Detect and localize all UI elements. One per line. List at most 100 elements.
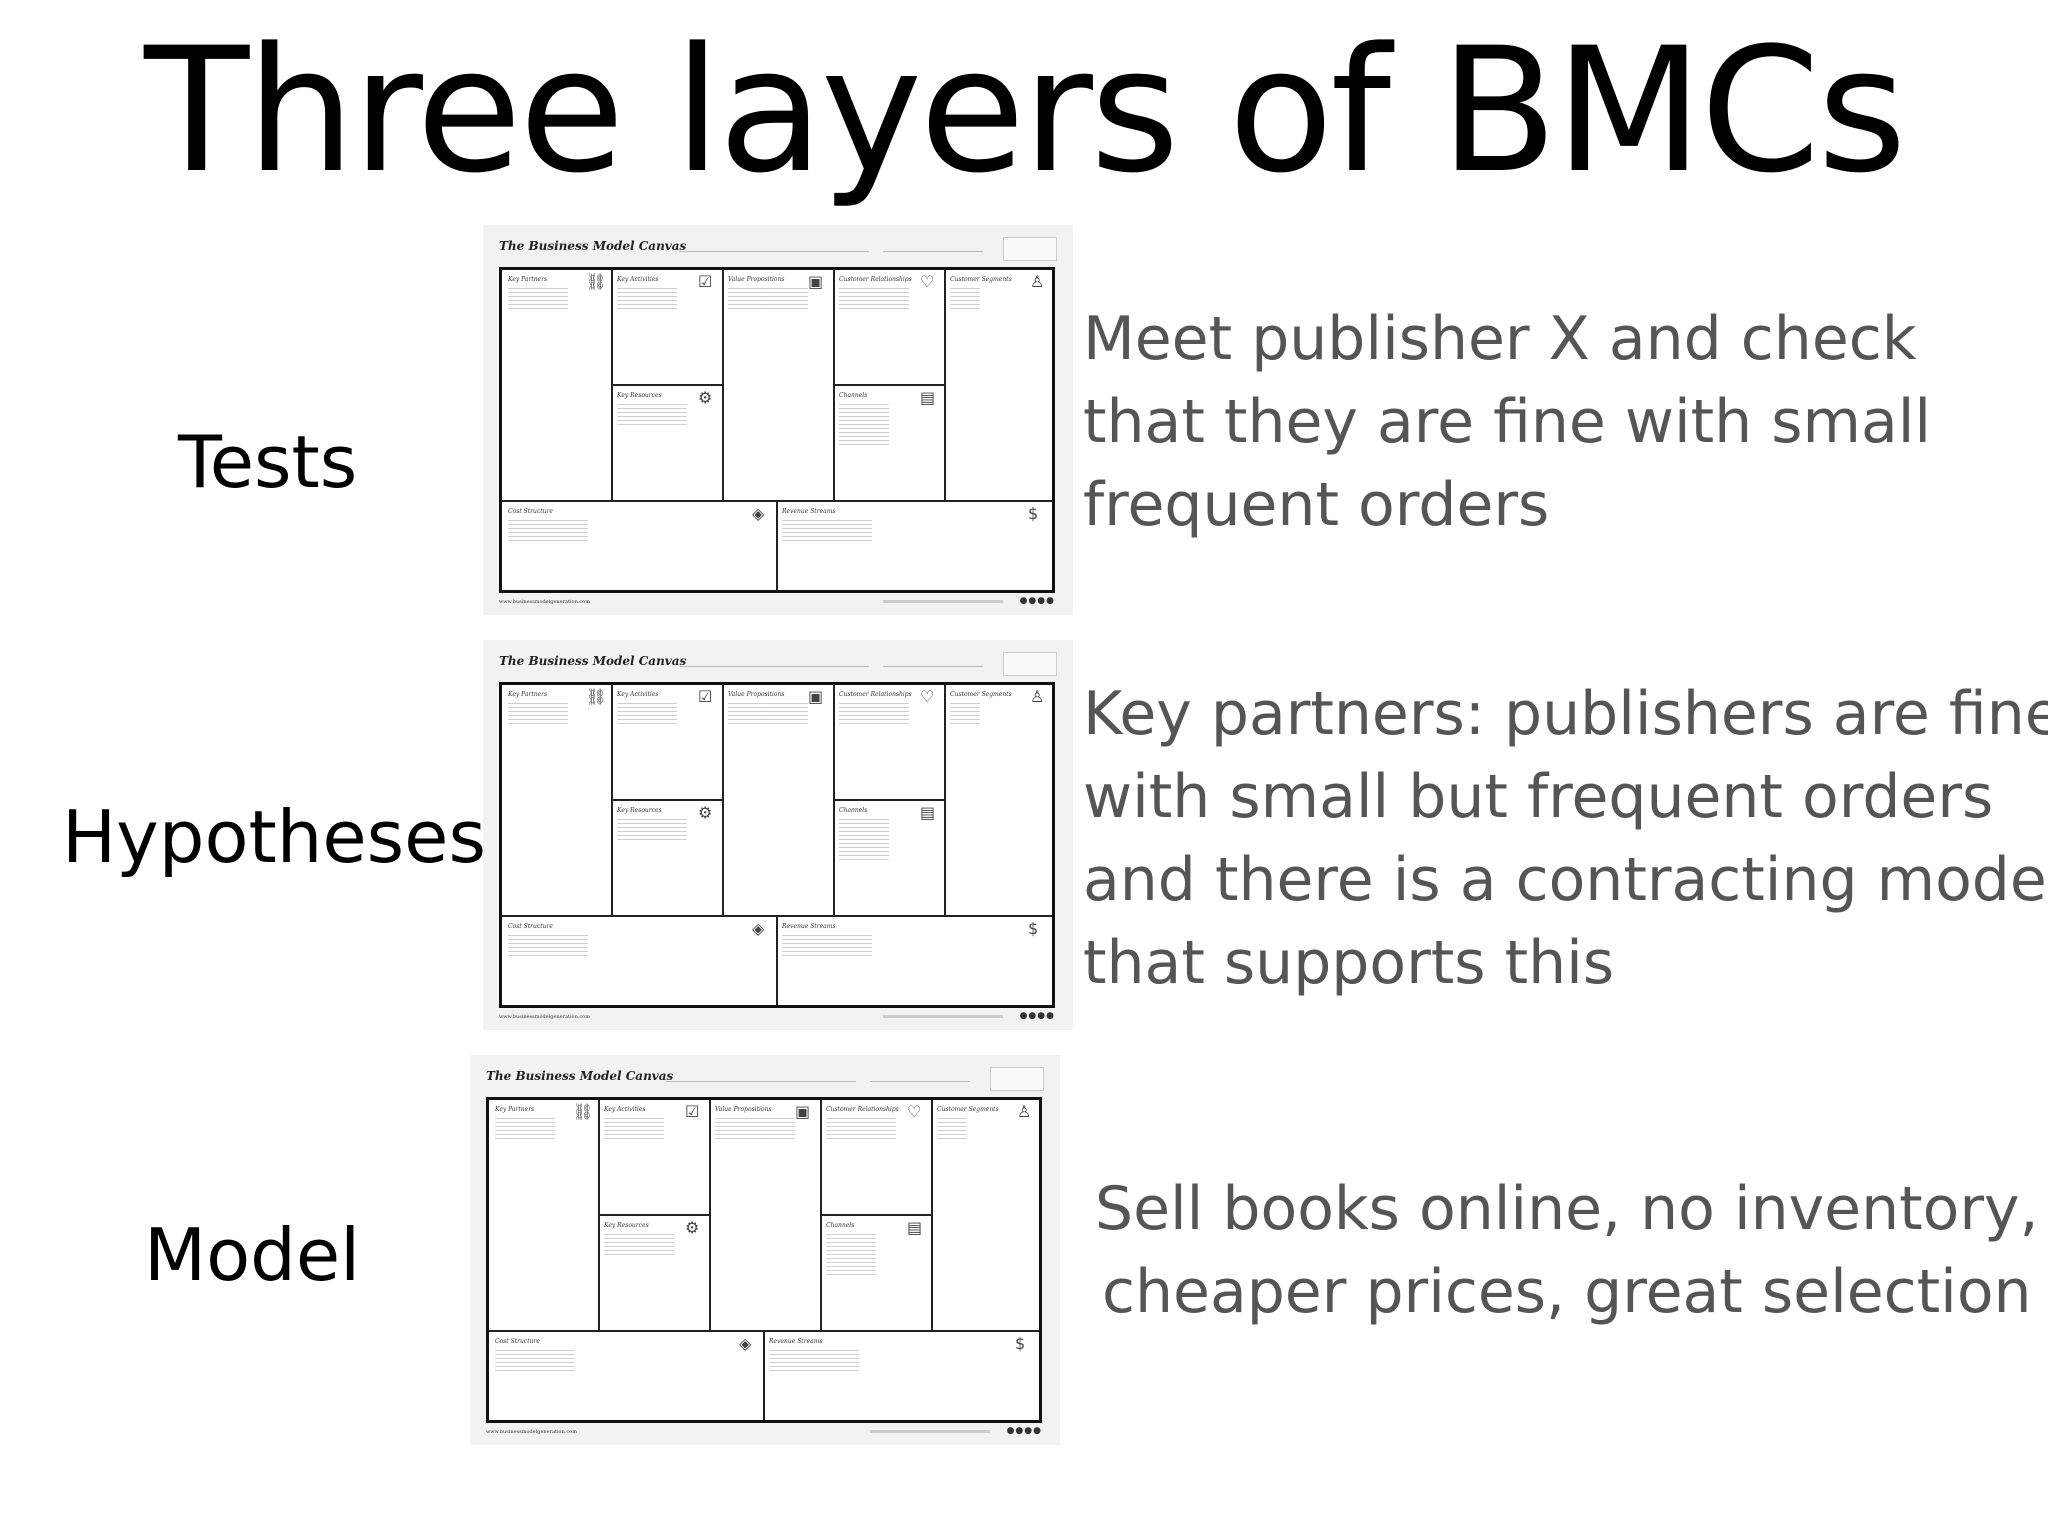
money-bag-icon: $	[1028, 919, 1039, 938]
cell-label-cost-structure: Cost Structure	[495, 1338, 540, 1345]
link-icon: ⛓	[586, 272, 607, 291]
cell-label-channels: Channels	[839, 807, 868, 814]
canvas-header-line	[883, 251, 983, 252]
cell-label-cost-structure: Cost Structure	[508, 923, 553, 930]
notes	[617, 404, 687, 426]
notes	[508, 520, 588, 542]
bmc-canvas-tests: The Business Model Canvas Key Partners K…	[483, 225, 1073, 615]
cell-label-key-resources: Key Resources	[617, 807, 662, 814]
canvas-footer: www.businessmodelgeneration.com	[486, 1429, 577, 1435]
notes	[728, 703, 808, 725]
truck-icon: ▤	[907, 1218, 923, 1237]
description-line: Meet publisher X and check	[1083, 304, 1917, 374]
cell-label-key-partners: Key Partners	[508, 276, 548, 283]
cell-label-key-partners: Key Partners	[495, 1106, 535, 1113]
notes	[950, 703, 980, 725]
notes	[617, 288, 677, 310]
person-icon: ♙	[1017, 1102, 1032, 1121]
checklist-icon: ☑	[698, 272, 713, 291]
canvas-footer: www.businessmodelgeneration.com	[499, 599, 590, 605]
gift-icon: ▣	[808, 687, 824, 706]
heart-icon: ♡	[920, 687, 935, 706]
divider	[611, 384, 724, 386]
canvas-header-line	[883, 666, 983, 667]
notes	[604, 1118, 664, 1140]
cell-label-channels: Channels	[826, 1222, 855, 1229]
money-bag-icon: $	[1015, 1334, 1026, 1353]
notes	[937, 1118, 967, 1140]
license-icons: ●●●●	[1019, 596, 1055, 606]
canvas-frame: Key Partners Key Activities Value Propos…	[499, 267, 1055, 593]
description-line: Key partners: publishers are fine	[1083, 679, 2048, 749]
heart-icon: ♡	[920, 272, 935, 291]
notes	[495, 1350, 575, 1372]
canvas-frame: Key Partners Key Activities Value Propos…	[486, 1097, 1042, 1423]
canvas-footer: www.businessmodelgeneration.com	[499, 1014, 590, 1020]
money-bag-icon: $	[1028, 504, 1039, 523]
description-line: Sell books online, no inventory,	[1095, 1174, 2039, 1244]
factory-icon: ⚙	[698, 388, 713, 407]
description-line: and there is a contracting model	[1083, 845, 2048, 915]
canvas-footer-bar	[870, 1430, 990, 1433]
description-line: cheaper prices, great selection	[1102, 1257, 2032, 1327]
canvas-header-line	[870, 1081, 970, 1082]
description-line: that supports this	[1083, 928, 1615, 998]
cell-label-key-resources: Key Resources	[604, 1222, 649, 1229]
cell-label-customer-relationships: Customer Relationships	[839, 691, 912, 698]
canvas-title: The Business Model Canvas	[499, 654, 687, 668]
divider	[776, 915, 778, 1005]
notes	[769, 1350, 859, 1372]
notes	[617, 819, 687, 841]
description-line: frequent orders	[1083, 470, 1550, 540]
canvas-header-line	[679, 251, 869, 252]
checklist-icon: ☑	[698, 687, 713, 706]
divider	[833, 799, 946, 801]
notes	[715, 1118, 795, 1140]
license-icons: ●●●●	[1006, 1426, 1042, 1436]
cell-label-customer-segments: Customer Segments	[950, 276, 1012, 283]
cell-label-customer-segments: Customer Segments	[937, 1106, 999, 1113]
canvas-header-box	[1003, 237, 1057, 261]
layer-label-model: Model	[144, 1213, 361, 1297]
notes	[604, 1234, 674, 1256]
factory-icon: ⚙	[685, 1218, 700, 1237]
bmc-canvas-hypotheses: The Business Model Canvas Key Partners K…	[483, 640, 1073, 1030]
cell-label-revenue-streams: Revenue Streams	[769, 1338, 823, 1345]
notes	[728, 288, 808, 310]
canvas-frame: Key Partners Key Activities Value Propos…	[499, 682, 1055, 1008]
notes	[508, 935, 588, 957]
canvas-header-line	[666, 1081, 856, 1082]
canvas-title: The Business Model Canvas	[486, 1069, 674, 1083]
cell-label-customer-segments: Customer Segments	[950, 691, 1012, 698]
notes	[495, 1118, 555, 1140]
cell-label-cost-structure: Cost Structure	[508, 508, 553, 515]
notes	[617, 703, 677, 725]
notes	[950, 288, 980, 310]
canvas-header-line	[679, 666, 869, 667]
notes	[839, 819, 889, 863]
canvas-footer-bar	[883, 600, 1003, 603]
canvas-footer-bar	[883, 1015, 1003, 1018]
tag-icon: ◈	[739, 1334, 752, 1353]
bmc-canvas-model: The Business Model Canvas Key Partners K…	[470, 1055, 1060, 1445]
description-line: with small but frequent orders	[1083, 762, 1994, 832]
cell-label-channels: Channels	[839, 392, 868, 399]
layer-description-model: Sell books online, no inventory, cheaper…	[1095, 1168, 2039, 1334]
notes	[826, 1118, 896, 1140]
cell-label-customer-relationships: Customer Relationships	[826, 1106, 899, 1113]
heart-icon: ♡	[907, 1102, 922, 1121]
cell-label-key-activities: Key Activities	[617, 276, 659, 283]
divider	[833, 384, 946, 386]
notes	[826, 1234, 876, 1278]
divider	[820, 1214, 933, 1216]
canvas-header-box	[1003, 652, 1057, 676]
notes	[782, 520, 872, 542]
cell-label-key-resources: Key Resources	[617, 392, 662, 399]
notes	[782, 935, 872, 957]
checklist-icon: ☑	[685, 1102, 700, 1121]
cell-label-key-activities: Key Activities	[604, 1106, 646, 1113]
truck-icon: ▤	[920, 388, 936, 407]
cell-label-key-partners: Key Partners	[508, 691, 548, 698]
layer-label-tests: Tests	[178, 420, 358, 504]
gift-icon: ▣	[808, 272, 824, 291]
